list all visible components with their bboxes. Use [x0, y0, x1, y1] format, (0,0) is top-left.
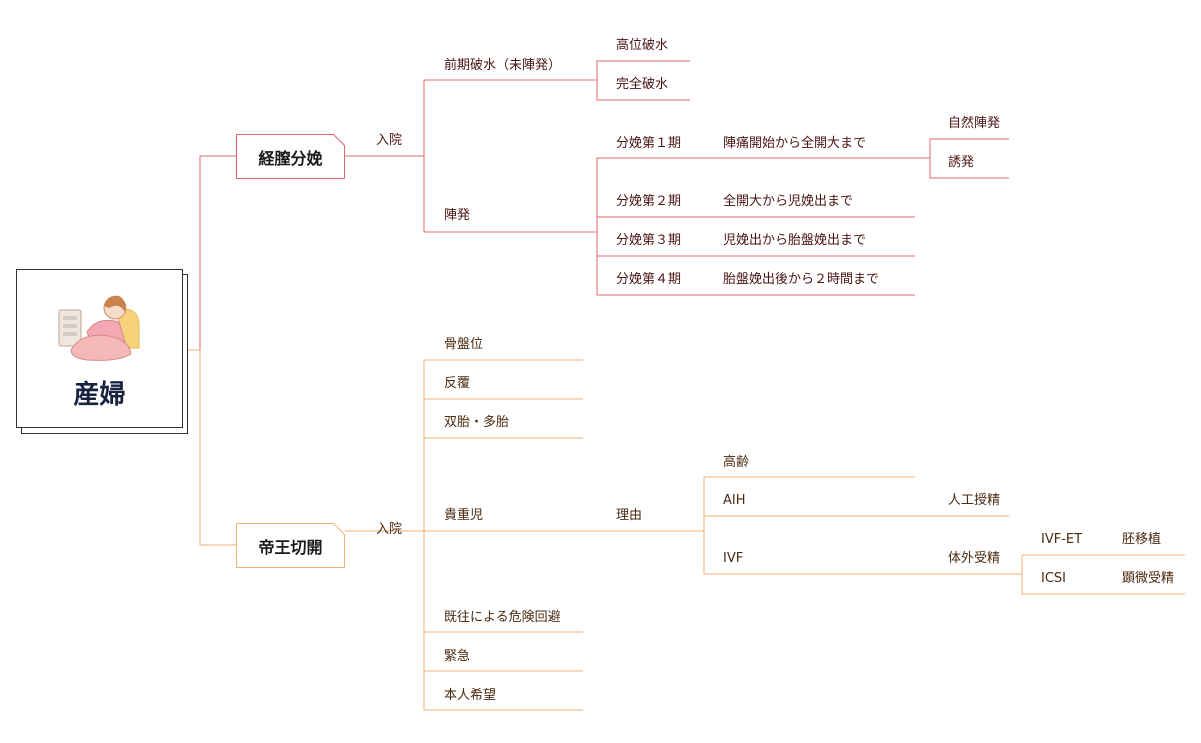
label-onset[interactable]: 陣発 — [444, 208, 471, 223]
label-precious-child[interactable]: 貴重児 — [444, 508, 484, 523]
label-stage-3[interactable]: 分娩第３期 — [616, 233, 682, 248]
label-stage-4-desc[interactable]: 胎盤娩出後から２時間まで — [723, 272, 880, 287]
label-induction[interactable]: 誘発 — [948, 155, 975, 170]
label-aih[interactable]: AIH — [723, 493, 746, 508]
label-stage-2-desc[interactable]: 全開大から児娩出まで — [723, 194, 854, 209]
label-ivf[interactable]: IVF — [723, 551, 744, 566]
node-cesarean-label: 帝王切開 — [258, 537, 323, 557]
label-high-rupture[interactable]: 高位破水 — [616, 38, 669, 53]
label-spontaneous[interactable]: 自然陣発 — [948, 116, 1001, 131]
node-cesarean[interactable]: 帝王切開 — [236, 523, 345, 568]
label-emergency[interactable]: 緊急 — [444, 649, 471, 664]
label-in-vitro[interactable]: 体外受精 — [948, 551, 1001, 566]
folded-corner-icon — [333, 134, 345, 146]
node-vaginal-delivery[interactable]: 経膣分娩 — [236, 134, 345, 179]
label-admission-vaginal[interactable]: 入院 — [376, 133, 403, 148]
label-embryo-transfer[interactable]: 胚移植 — [1122, 532, 1162, 547]
root-node[interactable]: 産婦 — [16, 269, 183, 428]
label-ivf-et[interactable]: IVF-ET — [1041, 532, 1083, 547]
node-vaginal-delivery-label: 経膣分娩 — [258, 148, 323, 168]
woman-in-labor-icon — [58, 295, 140, 361]
label-reason[interactable]: 理由 — [616, 508, 643, 523]
label-multiple[interactable]: 双胎・多胎 — [444, 415, 510, 430]
label-stage-1-desc[interactable]: 陣痛開始から全開大まで — [723, 136, 867, 151]
label-artificial-insemination[interactable]: 人工授精 — [948, 493, 1001, 508]
label-request[interactable]: 本人希望 — [444, 688, 497, 703]
folded-corner-icon — [333, 523, 345, 535]
label-complete-rupture[interactable]: 完全破水 — [616, 77, 669, 92]
label-stage-1[interactable]: 分娩第１期 — [616, 136, 682, 151]
label-icsi[interactable]: ICSI — [1041, 571, 1066, 586]
label-microinsemination[interactable]: 顕微受精 — [1122, 571, 1175, 586]
label-stage-2[interactable]: 分娩第２期 — [616, 194, 682, 209]
label-breech[interactable]: 骨盤位 — [444, 337, 484, 352]
label-admission-cesarean[interactable]: 入院 — [376, 522, 403, 537]
label-elderly[interactable]: 高齢 — [723, 455, 750, 470]
label-stage-4[interactable]: 分娩第４期 — [616, 272, 682, 287]
root-title: 産婦 — [73, 380, 126, 410]
label-stage-3-desc[interactable]: 児娩出から胎盤娩出まで — [723, 233, 867, 248]
label-history-risk[interactable]: 既往による危険回避 — [444, 610, 561, 625]
label-repeat[interactable]: 反覆 — [444, 376, 471, 391]
label-prom[interactable]: 前期破水（未陣発） — [444, 58, 562, 73]
